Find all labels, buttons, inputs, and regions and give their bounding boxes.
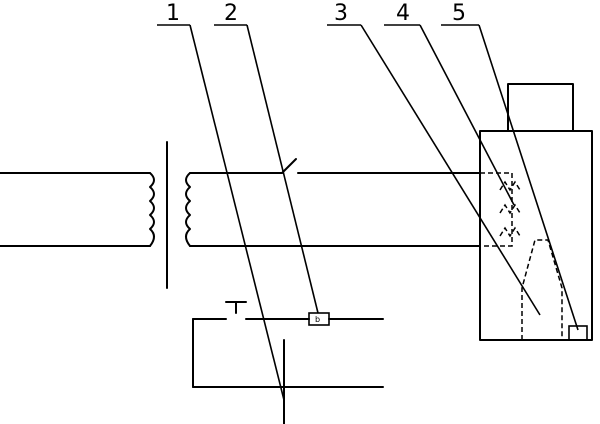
leader-5 <box>478 24 579 331</box>
heating-coil-zigzag-mid <box>499 203 521 215</box>
sensor-box <box>568 325 588 341</box>
heating-element-dashed <box>480 172 513 247</box>
switch-blade <box>281 158 297 174</box>
primary-coil <box>149 172 155 247</box>
label-2: 2 <box>224 1 238 26</box>
device-top-box <box>507 83 574 132</box>
bulb-dashed-outline <box>521 239 563 340</box>
label-4: 4 <box>396 1 410 26</box>
leader-1 <box>189 24 285 401</box>
heating-coil-zigzag-bot <box>499 226 521 238</box>
label-5: 5 <box>452 1 466 26</box>
leader-3 <box>360 24 541 316</box>
heating-coil-zigzag-top <box>499 180 521 192</box>
label-3: 3 <box>334 1 348 26</box>
leader-4 <box>419 24 515 206</box>
leader-2 <box>246 24 319 314</box>
label-1: 1 <box>166 1 180 26</box>
secondary-coil <box>185 172 191 247</box>
fuse-label: b <box>315 315 320 324</box>
